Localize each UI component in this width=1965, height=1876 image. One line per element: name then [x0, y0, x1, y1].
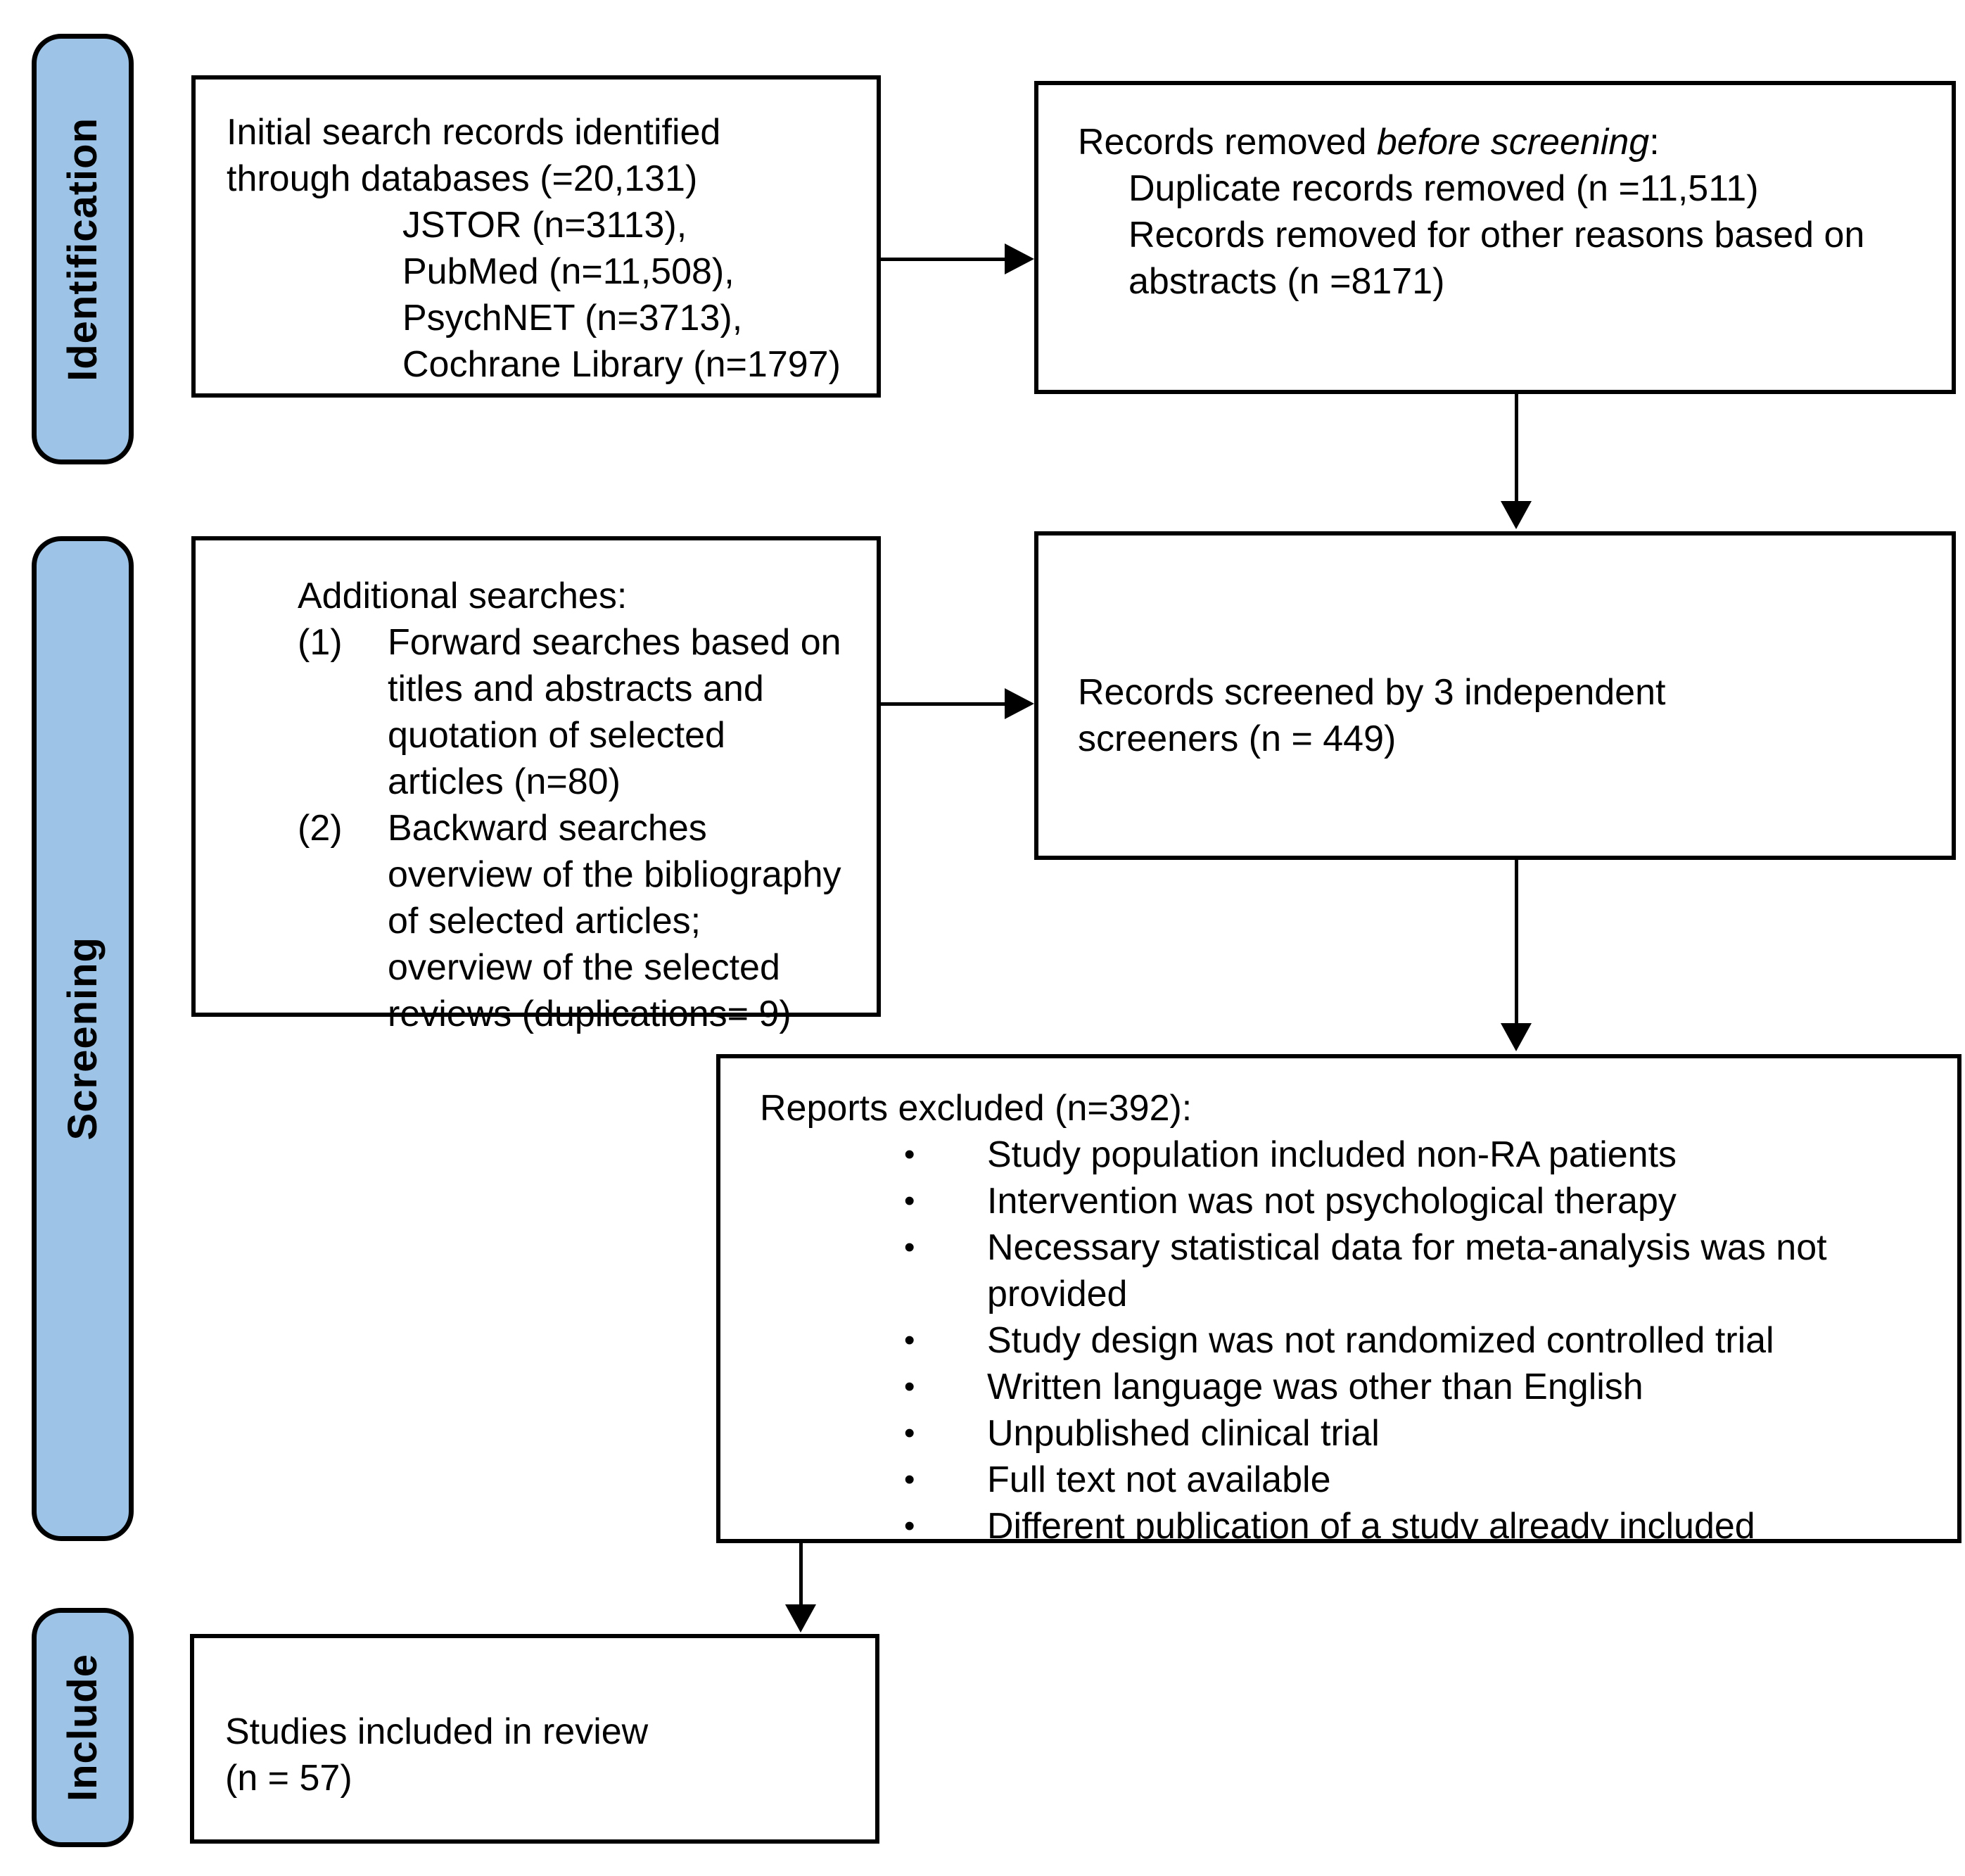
bullet-icon: • — [904, 1416, 915, 1450]
records-removed-item: Duplicate records removed (n =11,511) — [1128, 168, 1759, 209]
excluded-reason-text: Written language was other than English — [987, 1367, 1643, 1407]
item-number: (2) — [298, 808, 343, 849]
database-item: JSTOR (n=3113), — [402, 205, 687, 246]
arrowhead-down-icon — [785, 1604, 816, 1633]
stage-label-include: Include — [60, 1653, 106, 1802]
database-item: PubMed (n=11,508), — [402, 251, 735, 292]
excluded-reason: • Intervention was not psychological the… — [904, 1178, 1943, 1224]
database-item: PsychNET (n=3713), — [402, 298, 743, 338]
excluded-reason-text: Full text not available — [987, 1459, 1331, 1500]
database-item: Cochrane Library (n=1797) — [402, 344, 841, 385]
records-removed-prefix: Records removed — [1078, 122, 1377, 163]
excluded-reason: • Different publication of a study alrea… — [904, 1503, 1943, 1543]
box-initial-search-records: Initial search records identified throug… — [191, 75, 881, 398]
excluded-reason-text: Intervention was not psychological thera… — [987, 1181, 1677, 1222]
records-removed-items: Duplicate records removed (n =11,511) Re… — [1128, 165, 1938, 305]
item-text: Forward searches based on titles and abs… — [388, 622, 841, 802]
box-records-removed: Records removed before screening: Duplic… — [1034, 81, 1956, 394]
records-removed-heading: Records removed before screening: — [1078, 119, 1938, 165]
excluded-reason-text: Study design was not randomized controll… — [987, 1320, 1774, 1361]
stage-bar-screening: Screening — [32, 536, 134, 1541]
initial-search-intro: Initial search records identified throug… — [227, 112, 721, 199]
stage-label-screening: Screening — [60, 937, 106, 1141]
excluded-reason-text: Different publication of a study already… — [987, 1506, 1755, 1543]
excluded-reason: • Written language was other than Englis… — [904, 1364, 1943, 1410]
stage-bar-identification: Identification — [32, 34, 134, 464]
bullet-icon: • — [904, 1509, 915, 1543]
records-removed-item: Records removed for other reasons based … — [1128, 215, 1865, 302]
records-removed-suffix: : — [1649, 122, 1660, 163]
arrowhead-right-icon — [1005, 688, 1034, 719]
additional-search-item-2: (2) Backward searches overview of the bi… — [298, 805, 863, 1037]
excluded-reason-text: Necessary statistical data for meta-anal… — [987, 1227, 1827, 1314]
arrow-line-removed-to-screened — [1515, 394, 1518, 505]
records-screened-text: Records screened by 3 independent screen… — [1078, 672, 1666, 759]
bullet-icon: • — [904, 1137, 915, 1172]
arrowhead-down-icon — [1501, 1023, 1532, 1051]
arrow-line-additional-to-screened — [881, 702, 1011, 706]
additional-searches-title: Additional searches: — [298, 576, 628, 616]
database-list: JSTOR (n=3113), PubMed (n=11,508), Psych… — [402, 202, 857, 388]
item-text: Backward searches overview of the biblio… — [388, 808, 841, 1034]
additional-search-item-1: (1) Forward searches based on titles and… — [298, 619, 863, 805]
excluded-reason-text: Study population included non-RA patient… — [987, 1134, 1677, 1175]
studies-included-text: Studies included in review (n = 57) — [225, 1711, 649, 1799]
bullet-icon: • — [904, 1184, 915, 1218]
excluded-reason: • Unpublished clinical trial — [904, 1410, 1943, 1457]
item-number: (1) — [298, 622, 343, 663]
box-reports-excluded: Reports excluded (n=392): • Study popula… — [716, 1054, 1961, 1543]
excluded-reason: • Full text not available — [904, 1457, 1943, 1503]
arrow-line-excluded-to-included — [799, 1543, 803, 1608]
stage-label-identification: Identification — [60, 117, 106, 381]
excluded-reason-text: Unpublished clinical trial — [987, 1413, 1380, 1454]
reports-excluded-title: Reports excluded (n=392): — [760, 1088, 1193, 1129]
box-studies-included: Studies included in review (n = 57) — [190, 1634, 879, 1844]
bullet-icon: • — [904, 1462, 915, 1497]
box-records-screened: Records screened by 3 independent screen… — [1034, 531, 1956, 860]
excluded-reason: • Study population included non-RA patie… — [904, 1132, 1943, 1178]
box-additional-searches: Additional searches: (1) Forward searche… — [191, 536, 881, 1034]
bullet-icon: • — [904, 1323, 915, 1357]
records-removed-italic: before screening — [1376, 122, 1650, 163]
bullet-icon: • — [904, 1369, 915, 1404]
arrow-line-initial-to-removed — [881, 258, 1011, 261]
arrowhead-right-icon — [1005, 243, 1034, 274]
stage-bar-include: Include — [32, 1608, 134, 1847]
bullet-icon: • — [904, 1230, 915, 1265]
arrow-line-screened-to-excluded — [1515, 860, 1518, 1027]
excluded-reason: • Study design was not randomized contro… — [904, 1317, 1943, 1364]
arrowhead-down-icon — [1501, 501, 1532, 529]
excluded-reason: • Necessary statistical data for meta-an… — [904, 1224, 1943, 1317]
